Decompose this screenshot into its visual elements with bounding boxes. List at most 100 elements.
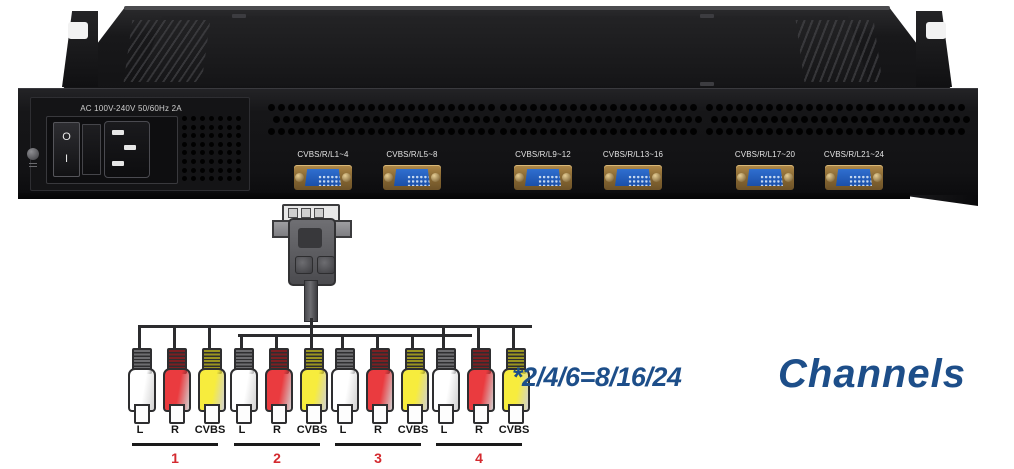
vent-hole — [928, 104, 935, 111]
harness-drop — [275, 334, 278, 348]
vent-hole — [806, 128, 813, 135]
vent-hole — [338, 128, 345, 135]
vent-hole — [428, 104, 435, 111]
vent-hole — [786, 104, 793, 111]
vent-hole — [570, 128, 577, 135]
vga-port-5[interactable]: CVBS/R/L17~20 — [735, 150, 795, 190]
power-rocker-switch[interactable]: O I — [53, 122, 80, 177]
vent-hole — [665, 116, 672, 123]
vent-hole — [328, 104, 335, 111]
vent-hole — [873, 116, 880, 123]
vent-hole — [908, 128, 915, 135]
vent-hole — [726, 128, 733, 135]
iec-pin — [112, 161, 124, 166]
vga-plug-window — [298, 228, 322, 248]
vga-port-3[interactable]: CVBS/R/L9~12 — [514, 150, 572, 190]
rca-plug-label: L — [136, 424, 144, 436]
vga-screw-post-right — [784, 173, 793, 182]
vent-hole — [298, 104, 305, 111]
channel-group-number: 1 — [171, 450, 179, 466]
vga-screw-post-right — [431, 173, 440, 182]
vent-hole — [680, 104, 687, 111]
vent-hole — [575, 116, 582, 123]
vent-hole — [298, 128, 305, 135]
vent-hole — [610, 128, 617, 135]
vent-hole — [500, 104, 507, 111]
vent-hole — [236, 150, 241, 156]
vent-hole — [836, 104, 843, 111]
vga-port-label: CVBS/R/L9~12 — [515, 150, 571, 159]
vent-hole — [478, 128, 485, 135]
vent-hole — [236, 159, 241, 164]
vent-hole — [288, 128, 295, 135]
vent-hole — [200, 176, 205, 182]
vent-hole — [706, 104, 713, 111]
vent-hole — [888, 128, 895, 135]
vent-hole — [393, 116, 400, 123]
vga-port-4[interactable]: CVBS/R/L13~16 — [603, 150, 663, 190]
harness-drop — [240, 334, 243, 348]
vent-hole — [756, 104, 763, 111]
vent-hole — [821, 116, 828, 123]
vent-hole — [933, 116, 940, 123]
channel-group-bar — [436, 443, 522, 446]
vent-hole — [938, 104, 945, 111]
harness-drop — [138, 325, 141, 348]
vent-hole — [948, 128, 955, 135]
vent-hole — [908, 104, 915, 111]
vent-hole — [731, 116, 738, 123]
vga-plug-pin — [288, 208, 298, 218]
harness-drop — [173, 325, 176, 348]
vent-hole — [625, 116, 632, 123]
vent-hole — [182, 116, 187, 121]
vent-hole — [600, 128, 607, 135]
vent-hole — [660, 104, 667, 111]
vent-hole — [550, 128, 557, 135]
channel-group-number: 2 — [273, 450, 281, 466]
vga-port-1[interactable]: CVBS/R/L1~4 — [294, 150, 352, 190]
vga-screw-post-left — [605, 173, 614, 182]
vent-hole — [388, 104, 395, 111]
vent-hole — [893, 116, 900, 123]
vga-pin-holes — [760, 175, 783, 186]
vent-hole — [816, 128, 823, 135]
rca-barrel — [401, 368, 429, 412]
vent-hole — [680, 128, 687, 135]
fuse-holder[interactable] — [82, 124, 101, 175]
vent-hole — [761, 116, 768, 123]
vga-port-6[interactable]: CVBS/R/L21~24 — [824, 150, 884, 190]
vent-hole — [236, 116, 241, 121]
vent-hole — [953, 116, 960, 123]
vent-hole — [182, 150, 187, 156]
vga-dsub-insert — [394, 169, 430, 186]
vga-port-label: CVBS/R/L13~16 — [602, 150, 664, 159]
harness-bus — [312, 334, 472, 337]
vent-hole — [343, 116, 350, 123]
vent-hole — [182, 167, 187, 173]
vent-hole — [418, 104, 425, 111]
vga-thumbscrew-left-icon — [295, 256, 313, 274]
vent-hole — [716, 128, 723, 135]
vent-hole — [816, 104, 823, 111]
harness-drop — [208, 325, 211, 348]
vga-plug-pin — [301, 208, 311, 218]
vga-port-icon — [825, 165, 883, 190]
vent-hole — [736, 128, 743, 135]
vent-hole — [525, 116, 532, 123]
rca-center-pin — [306, 404, 322, 424]
vent-hole — [200, 124, 205, 130]
vent-hole — [736, 104, 743, 111]
vent-hole — [200, 133, 205, 139]
vent-hole — [948, 104, 955, 111]
vent-hole — [831, 116, 838, 123]
vent-hole — [868, 128, 875, 135]
vent-hole — [453, 116, 460, 123]
vent-hole — [530, 104, 537, 111]
vent-hole — [923, 116, 930, 123]
vga-port-2[interactable]: CVBS/R/L5~8 — [383, 150, 441, 190]
vent-hole — [458, 104, 465, 111]
vent-hole — [363, 116, 370, 123]
vga-pin-holes — [538, 175, 561, 186]
channel-group-bar — [234, 443, 320, 446]
vent-hole — [182, 159, 187, 164]
